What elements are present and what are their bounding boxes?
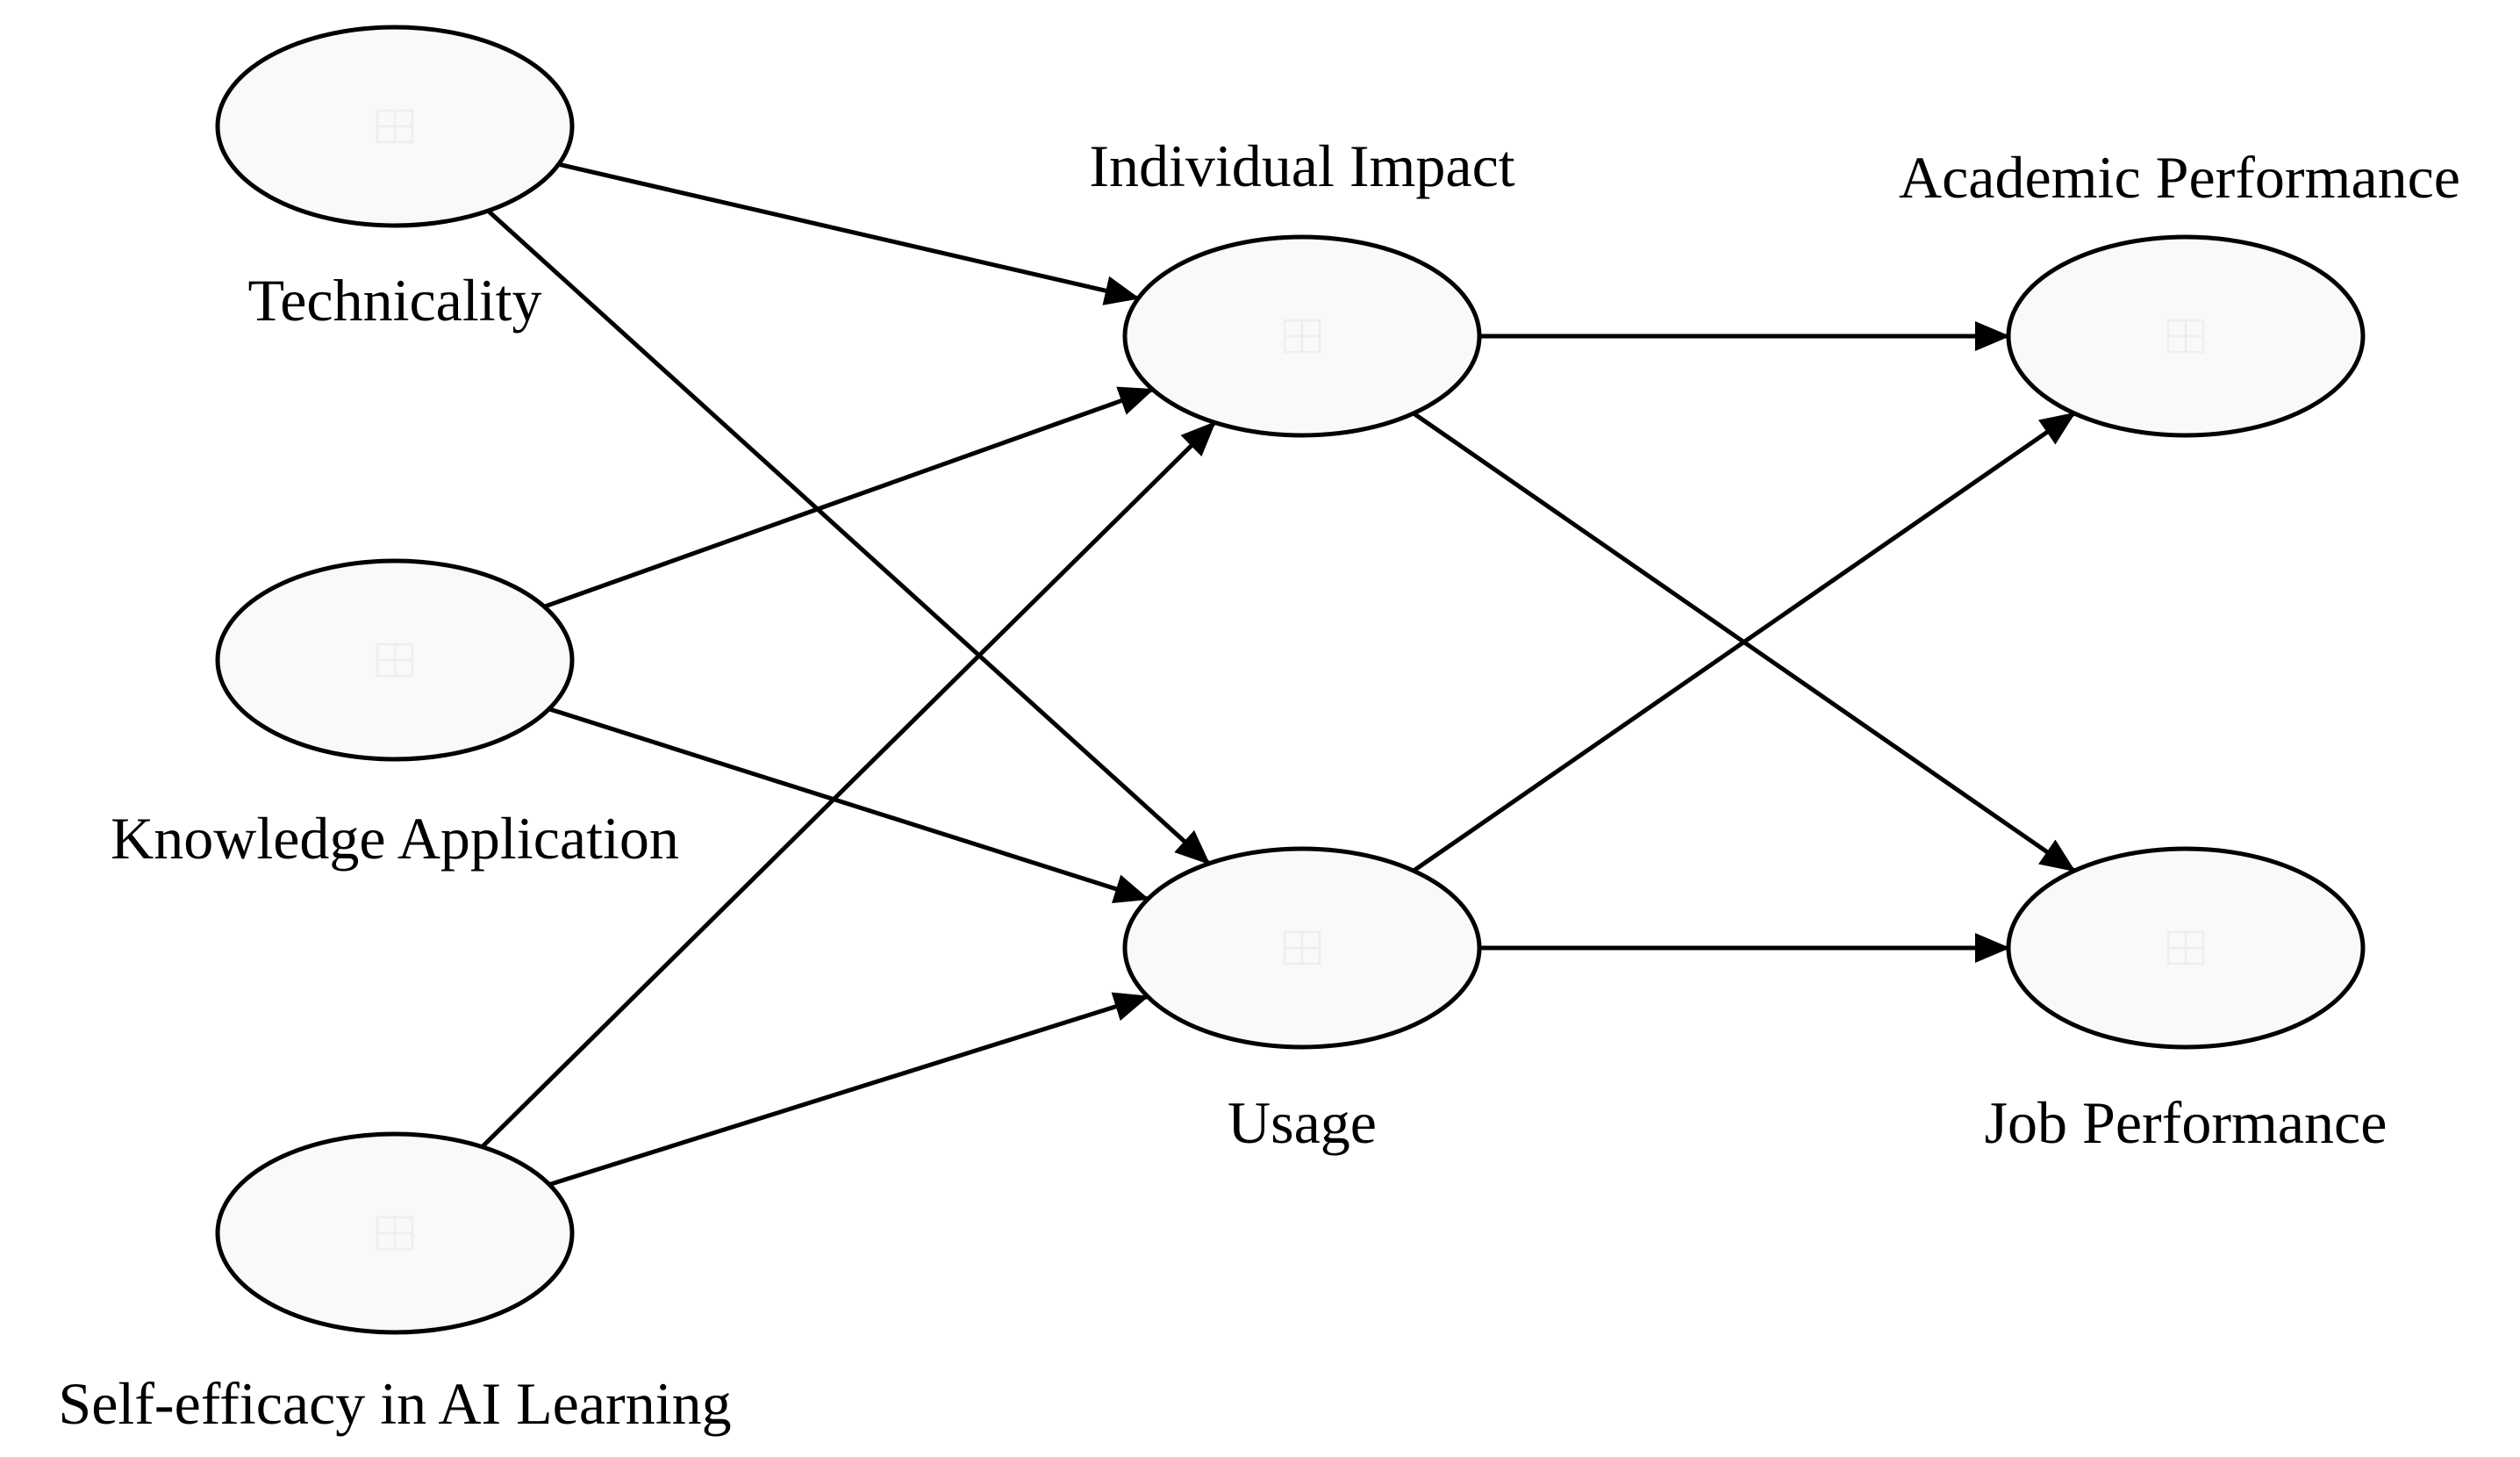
node-knowledge-application: Knowledge Application xyxy=(111,558,679,872)
edge-technicality-to-usage xyxy=(486,209,1211,865)
technicality-label: Technicality xyxy=(247,267,541,334)
self-efficacy-label: Self-efficacy in AI Learning xyxy=(58,1370,731,1437)
node-academic-performance: Academic Performance xyxy=(1899,144,2460,438)
expand-mark-icon xyxy=(376,642,414,678)
job-performance-label: Job Performance xyxy=(1985,1089,2388,1156)
expand-mark-icon xyxy=(376,1216,414,1251)
node-technicality: Technicality xyxy=(215,25,575,334)
expand-mark-icon xyxy=(1283,319,1321,354)
edge-knowledge-application-to-usage xyxy=(548,707,1150,904)
expand-mark-icon xyxy=(376,109,414,144)
academic-performance-label: Academic Performance xyxy=(1899,144,2460,211)
node-usage: Usage xyxy=(1122,846,1482,1156)
node-self-efficacy: Self-efficacy in AI Learning xyxy=(58,1131,732,1437)
edge-self-efficacy-to-individual-impact xyxy=(480,420,1217,1149)
expand-mark-icon xyxy=(2166,319,2205,354)
node-job-performance: Job Performance xyxy=(1985,846,2388,1156)
edge-usage-to-academic-performance xyxy=(1412,411,2076,873)
usage-label: Usage xyxy=(1228,1089,1377,1156)
edge-knowledge-application-to-individual-impact xyxy=(543,386,1155,609)
edge-technicality-to-individual-impact xyxy=(558,161,1141,305)
individual-impact-label: Individual Impact xyxy=(1089,133,1514,199)
node-individual-impact: Individual Impact xyxy=(1089,133,1515,438)
edges-layer xyxy=(480,161,2076,1187)
knowledge-application-label: Knowledge Application xyxy=(111,805,679,872)
expand-mark-icon xyxy=(2166,930,2205,965)
edge-self-efficacy-to-usage xyxy=(548,992,1149,1187)
expand-mark-icon xyxy=(1283,930,1321,965)
